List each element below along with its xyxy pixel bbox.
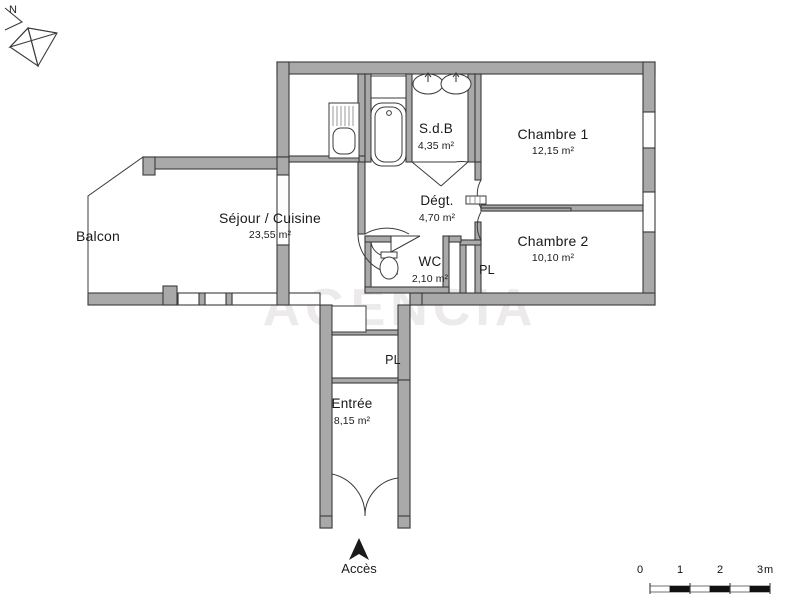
closet-label-pl-1: PL bbox=[479, 262, 495, 278]
bathtub-fixture bbox=[370, 75, 407, 167]
room-label-chambre-1: Chambre 1 12,15 m² bbox=[517, 126, 588, 158]
toilet-fixture bbox=[379, 251, 399, 280]
radiator-fixture bbox=[465, 195, 487, 205]
kitchen-sink-fixture bbox=[328, 102, 360, 159]
room-area: 12,15 m² bbox=[531, 145, 575, 157]
room-label-chambre-2: Chambre 2 10,10 m² bbox=[517, 233, 588, 265]
room-label-balcon: Balcon bbox=[76, 228, 120, 246]
room-label-wc: WC 2,10 m² bbox=[412, 254, 448, 286]
room-label-degt: Dégt. 4,70 m² bbox=[419, 193, 455, 225]
room-area: 2,10 m² bbox=[411, 273, 449, 285]
scale-bar: 0 1 2 3 m bbox=[630, 564, 790, 594]
room-area: 10,10 m² bbox=[531, 252, 575, 264]
room-label-sejour-cuisine: Séjour / Cuisine 23,55 m² bbox=[219, 210, 321, 242]
washbasin-fixtures bbox=[412, 72, 472, 95]
scale-tick-3: 3 bbox=[756, 564, 764, 576]
room-area: 4,70 m² bbox=[418, 212, 456, 224]
room-name: Chambre 1 bbox=[517, 126, 589, 142]
room-name: Séjour / Cuisine bbox=[218, 210, 322, 226]
scale-unit-label: m bbox=[764, 564, 774, 576]
scale-tick-0: 0 bbox=[636, 564, 644, 576]
access-arrow-icon bbox=[349, 538, 369, 560]
entry-door-swing bbox=[331, 473, 399, 517]
balcony-outline bbox=[87, 156, 277, 293]
closet-name: PL bbox=[479, 263, 495, 277]
room-name: Entrée bbox=[331, 396, 373, 411]
access-label: Accès bbox=[341, 561, 377, 576]
scale-tick-2: 2 bbox=[716, 564, 724, 576]
room-name: Dégt. bbox=[420, 193, 454, 208]
closet-name: PL bbox=[385, 353, 401, 367]
room-name: Chambre 2 bbox=[517, 233, 589, 249]
room-name: WC bbox=[418, 254, 442, 269]
room-area: 4,35 m² bbox=[417, 140, 455, 152]
room-label-entree: Entrée 8,15 m² bbox=[332, 396, 373, 428]
room-area: 23,55 m² bbox=[248, 229, 292, 241]
room-area: 8,15 m² bbox=[333, 415, 371, 427]
room-label-sdb: S.d.B 4,35 m² bbox=[418, 121, 454, 153]
north-arrow-icon bbox=[4, 7, 58, 68]
closet-label-pl-2: PL bbox=[385, 352, 401, 368]
scale-bar-graphic bbox=[649, 583, 771, 594]
north-label: N bbox=[9, 4, 17, 16]
scale-tick-1: 1 bbox=[676, 564, 684, 576]
room-name: S.d.B bbox=[418, 121, 454, 136]
room-name: Balcon bbox=[75, 228, 121, 244]
